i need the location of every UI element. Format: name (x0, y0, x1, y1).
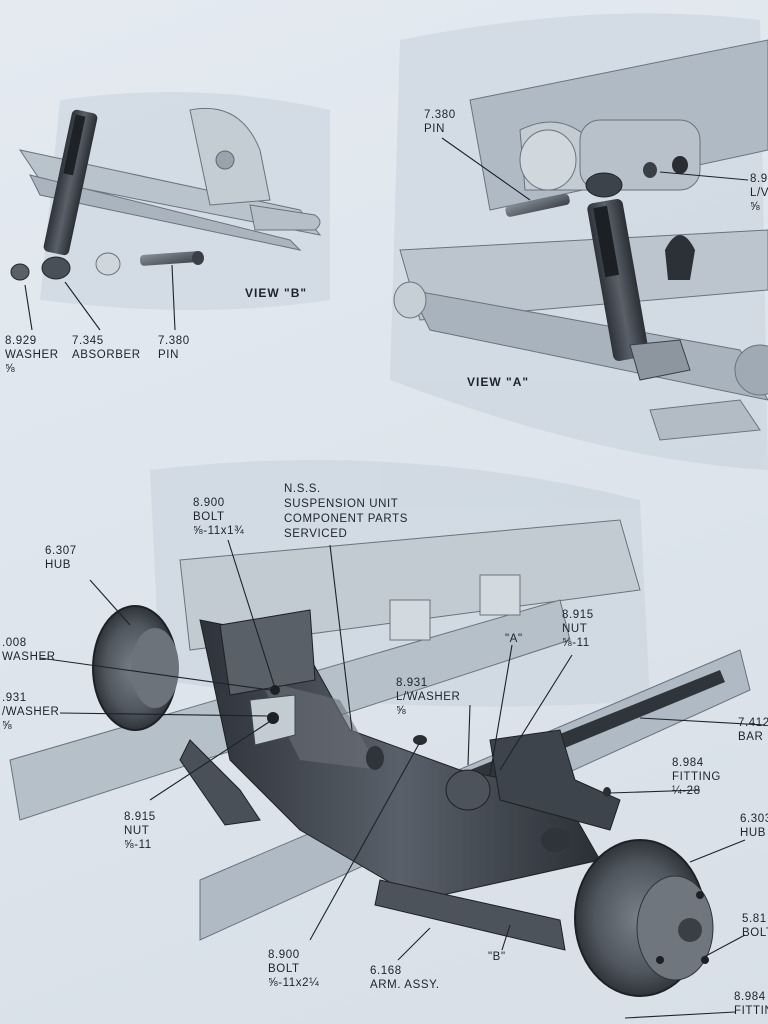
callout-lwasher-view-a: 8.9 L/V ⅝ (750, 172, 768, 214)
callout-absorber-7345: 7.345 ABSORBER (72, 334, 141, 362)
part-number: 6.307 (45, 545, 77, 557)
callout-hub-6303: 6.303 HUB (740, 812, 768, 840)
part-number: .008 (2, 637, 27, 649)
part-spec: ⅝ (2, 720, 13, 732)
view-b-marker: "B" (488, 951, 506, 963)
part-number: 5.81 (742, 913, 767, 925)
part-number: 8.9 (750, 173, 768, 185)
part-name: PIN (424, 123, 445, 135)
nss-line-2: SUSPENSION UNIT (284, 498, 399, 510)
part-spec: ⅝ (5, 363, 16, 375)
callout-washer-8929: 8.929 WASHER ⅝ (5, 334, 59, 376)
callout-arm-assy-6168: 6.168 ARM. ASSY. (370, 964, 440, 992)
part-number: 7.345 (72, 335, 104, 347)
view-a-illustration (393, 39, 768, 441)
part-name: WASHER (2, 651, 56, 663)
view-a-marker: "A" (505, 633, 523, 645)
part-name: PIN (158, 349, 179, 361)
part-name: FITTING (734, 1005, 768, 1017)
callout-hub-6307: 6.307 HUB (45, 544, 77, 572)
part-name: L/V (750, 187, 768, 199)
part-number: 8.929 (5, 335, 37, 347)
main-suspension-illustration (9, 519, 751, 997)
part-name: BAR (738, 731, 764, 743)
callout-bolt-right: 5.81 BOLT (742, 912, 768, 940)
part-spec: ¼-28 (672, 785, 701, 797)
view-b-illustration (10, 107, 322, 281)
part-name: ABSORBER (72, 349, 141, 361)
part-number: 8.900 (268, 949, 300, 961)
callout-pin-7380-view-b: 7.380 PIN (158, 334, 190, 362)
part-spec: ⅝ (396, 705, 407, 717)
callout-fitting-8984-mid: 8.984 FITTING ¼-28 (672, 756, 721, 798)
part-name: HUB (740, 827, 767, 839)
part-number: 6.168 (370, 965, 402, 977)
part-name: WASHER (5, 349, 59, 361)
part-number: 8.984 (672, 757, 704, 769)
nss-line-3: COMPONENT PARTS (284, 513, 409, 525)
callout-bar-7412: 7.412 BAR (738, 716, 768, 744)
part-name: FITTING (672, 771, 721, 783)
part-name: NUT (124, 825, 150, 837)
part-name: BOLT (268, 963, 300, 975)
part-number: 7.412 (738, 717, 768, 729)
part-number: 8.984 (734, 991, 766, 1003)
part-name: BOLT (193, 511, 225, 523)
callout-washer-8008: .008 WASHER (2, 636, 56, 664)
callout-nut-8915-left: 8.915 NUT ⅝-11 (124, 810, 156, 852)
pin-view-a (505, 193, 570, 217)
part-number: .931 (2, 692, 27, 704)
part-spec: ⅝-11 (124, 839, 152, 851)
part-spec: ⅝-11x2¼ (268, 977, 320, 989)
part-spec: ⅝-11x1¾ (193, 525, 245, 537)
callout-lwasher-8931-left: .931 /WASHER ⅝ (2, 691, 59, 733)
part-spec: ⅝-11 (562, 637, 590, 649)
part-number: 8.900 (193, 497, 225, 509)
callout-lwasher-8931-mid: 8.931 L/WASHER ⅝ (396, 676, 460, 718)
shock-absorber-view-b (43, 109, 98, 256)
view-b-label: VIEW "B" (245, 286, 308, 300)
callout-nut-8915-right: 8.915 NUT ⅝-11 (562, 608, 594, 650)
callout-fitting-8984-bottom: 8.984 FITTING (734, 990, 768, 1018)
callout-bolt-8900-bottom: 8.900 BOLT ⅝-11x2¼ (268, 948, 319, 990)
part-number: 8.931 (396, 677, 428, 689)
callout-nss-suspension-unit: N.S.S. SUSPENSION UNIT COMPONENT PARTS S… (284, 482, 408, 542)
nss-line-4: SERVICED (284, 528, 348, 540)
view-a-label: VIEW "A" (467, 375, 530, 389)
part-number: 7.380 (158, 335, 190, 347)
leader-lines (24, 137, 766, 1019)
part-name: NUT (562, 623, 588, 635)
part-spec: ⅝ (750, 201, 761, 213)
callout-pin-7380-view-a: 7.380 PIN (424, 108, 456, 136)
part-name: L/WASHER (396, 691, 461, 703)
pin-view-b (139, 251, 201, 266)
callout-bolt-8900-top: 8.900 BOLT ⅝-11x1¾ (193, 496, 244, 538)
part-number: 7.380 (424, 109, 456, 121)
part-name: ARM. ASSY. (370, 979, 440, 991)
part-number: 8.915 (562, 609, 594, 621)
part-name: /WASHER (2, 706, 60, 718)
part-name: HUB (45, 559, 72, 571)
part-number: 6.303 (740, 813, 768, 825)
nss-line-1: N.S.S. (284, 483, 321, 495)
part-number: 8.915 (124, 811, 156, 823)
part-name: BOLT (742, 927, 768, 939)
